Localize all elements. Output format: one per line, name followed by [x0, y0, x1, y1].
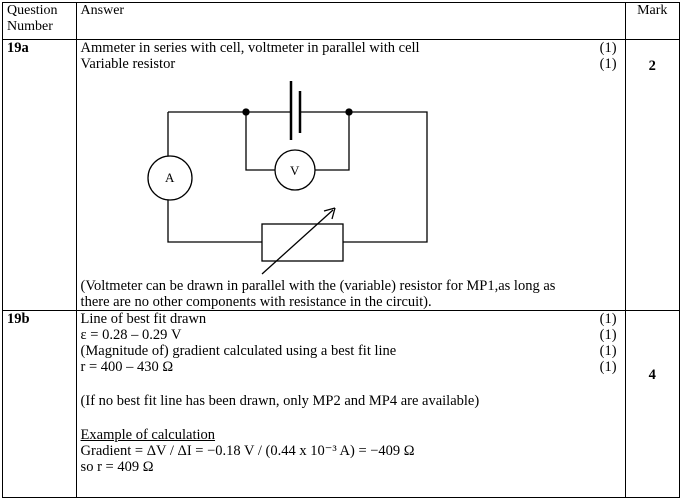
mp-mark: (1)	[599, 40, 617, 56]
calculation-line: so r = 409 Ω	[80, 459, 154, 475]
junction	[344, 108, 353, 116]
example-heading: Example of calculation	[80, 427, 216, 443]
arrow-head	[323, 207, 336, 220]
row-19b: 19b Line of best fit drawn (1) ε = 0.28 –…	[2, 310, 681, 498]
question-number: 19b	[2, 310, 77, 498]
note: (If no best fit line has been drawn, onl…	[80, 393, 480, 409]
answer-cell: Line of best fit drawn (1) ε = 0.28 – 0.2…	[75, 310, 626, 498]
variable-arrow	[261, 209, 333, 275]
mp-text: r = 400 – 430 Ω	[80, 359, 174, 375]
mp-mark: (1)	[599, 327, 617, 343]
calculation-line: Gradient = ΔV / ΔI = −0.18 V / (0.44 x 1…	[80, 443, 415, 459]
voltmeter-wires	[244, 112, 350, 171]
header-answer: Answer	[75, 2, 626, 40]
voltmeter-label: V	[290, 163, 300, 178]
mp-mark: (1)	[599, 343, 617, 359]
marking-point: (Magnitude of) gradient calculated using…	[81, 343, 621, 359]
marking-point: Line of best fit drawn (1)	[81, 311, 621, 327]
voltmeter-icon	[273, 149, 316, 191]
mp-mark: (1)	[599, 56, 617, 72]
resistor	[260, 223, 344, 262]
note: (Voltmeter can be drawn in parallel with…	[80, 278, 556, 310]
header-question: Question Number	[2, 2, 77, 40]
mp-text: Variable resistor	[80, 56, 176, 72]
mp-mark: (1)	[599, 359, 617, 375]
total-mark-value: 2	[648, 58, 656, 74]
total-mark-value: 4	[648, 367, 656, 383]
marking-point: Ammeter in series with cell, voltmeter i…	[81, 40, 621, 56]
ammeter-icon	[146, 155, 193, 201]
mp-text: (Magnitude of) gradient calculated using…	[80, 343, 397, 359]
ammeter-label: A	[165, 170, 175, 185]
answer-cell: Ammeter in series with cell, voltmeter i…	[75, 39, 626, 311]
marking-point: Variable resistor (1)	[81, 56, 621, 72]
junction	[241, 108, 250, 116]
header-row: Question Number Answer Mark	[2, 2, 681, 40]
circuit-wires	[166, 111, 428, 243]
marking-point: r = 400 – 430 Ω (1)	[81, 359, 621, 375]
marking-point: ε = 0.28 – 0.29 V (1)	[81, 327, 621, 343]
mp-text: Line of best fit drawn	[80, 311, 207, 327]
header-mark: Mark	[624, 2, 681, 40]
mp-text: ε = 0.28 – 0.29 V	[80, 327, 182, 343]
total-mark: 4	[624, 310, 681, 498]
row-19a: 19a Ammeter in series with cell, voltmet…	[2, 39, 681, 311]
total-mark: 2	[624, 39, 681, 311]
mp-text: Ammeter in series with cell, voltmeter i…	[80, 40, 420, 56]
mp-mark: (1)	[599, 311, 617, 327]
question-number: 19a	[2, 39, 77, 311]
circuit-diagram: A V	[146, 81, 428, 275]
